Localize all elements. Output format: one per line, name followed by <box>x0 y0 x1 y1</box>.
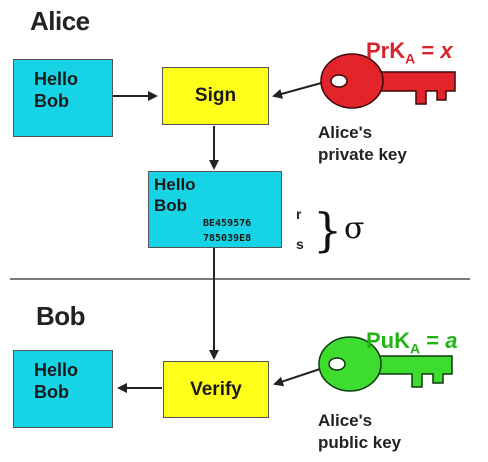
signature-hex-r: BE459576 <box>203 218 252 229</box>
public-key-variable: a <box>445 328 458 353</box>
public-key-caption-line1: Alice's <box>318 411 373 430</box>
sign-label: Sign <box>194 85 237 106</box>
private-key-formula: PrKA = x <box>366 38 453 66</box>
bob-title: Bob <box>36 301 86 331</box>
private-key-caption: Alice's private key <box>318 122 407 166</box>
private-key-subscript: A <box>405 50 416 67</box>
private-key-name: PrK <box>366 38 406 63</box>
message-line2: Bob <box>34 382 69 402</box>
public-key-formula: PuKA = a <box>366 328 457 356</box>
message-line1: Hello <box>34 360 79 380</box>
public-key-caption: Alice's public key <box>318 410 401 454</box>
signed-message-box: Hello Bob BE459576 785039E8 <box>148 171 282 248</box>
private-key-variable: x <box>440 38 453 63</box>
public-key-caption-line2: public key <box>318 433 402 452</box>
verify-box: Verify <box>163 361 269 418</box>
signed-message-line1: Hello <box>154 175 196 194</box>
s-label: s <box>296 236 304 252</box>
signed-message-line2: Bob <box>154 196 188 215</box>
arrow-publickey-to-verify <box>273 366 327 387</box>
alice-title: Alice <box>30 6 90 36</box>
private-key-icon <box>320 53 456 109</box>
message-line1: Hello <box>34 69 79 89</box>
public-key-name: PuK <box>366 328 410 353</box>
alice-message-box: Hello Bob <box>13 59 113 137</box>
sigma-symbol: σ <box>344 211 365 246</box>
bob-message-box: Hello Bob <box>13 350 113 428</box>
arrow-privatekey-to-sign <box>272 81 326 99</box>
public-key-equals: = <box>426 328 440 353</box>
private-key-equals: = <box>421 38 435 63</box>
r-label: r <box>296 206 302 222</box>
signature-hex-s: 785039E8 <box>203 233 252 244</box>
private-key-caption-line2: private key <box>318 145 407 164</box>
public-key-subscript: A <box>410 340 421 357</box>
sign-box: Sign <box>162 67 269 125</box>
verify-label: Verify <box>190 378 242 400</box>
public-key-icon <box>318 336 453 392</box>
signature-brace: } <box>313 203 343 257</box>
message-line2: Bob <box>34 91 69 111</box>
private-key-caption-line1: Alice's <box>318 123 373 142</box>
